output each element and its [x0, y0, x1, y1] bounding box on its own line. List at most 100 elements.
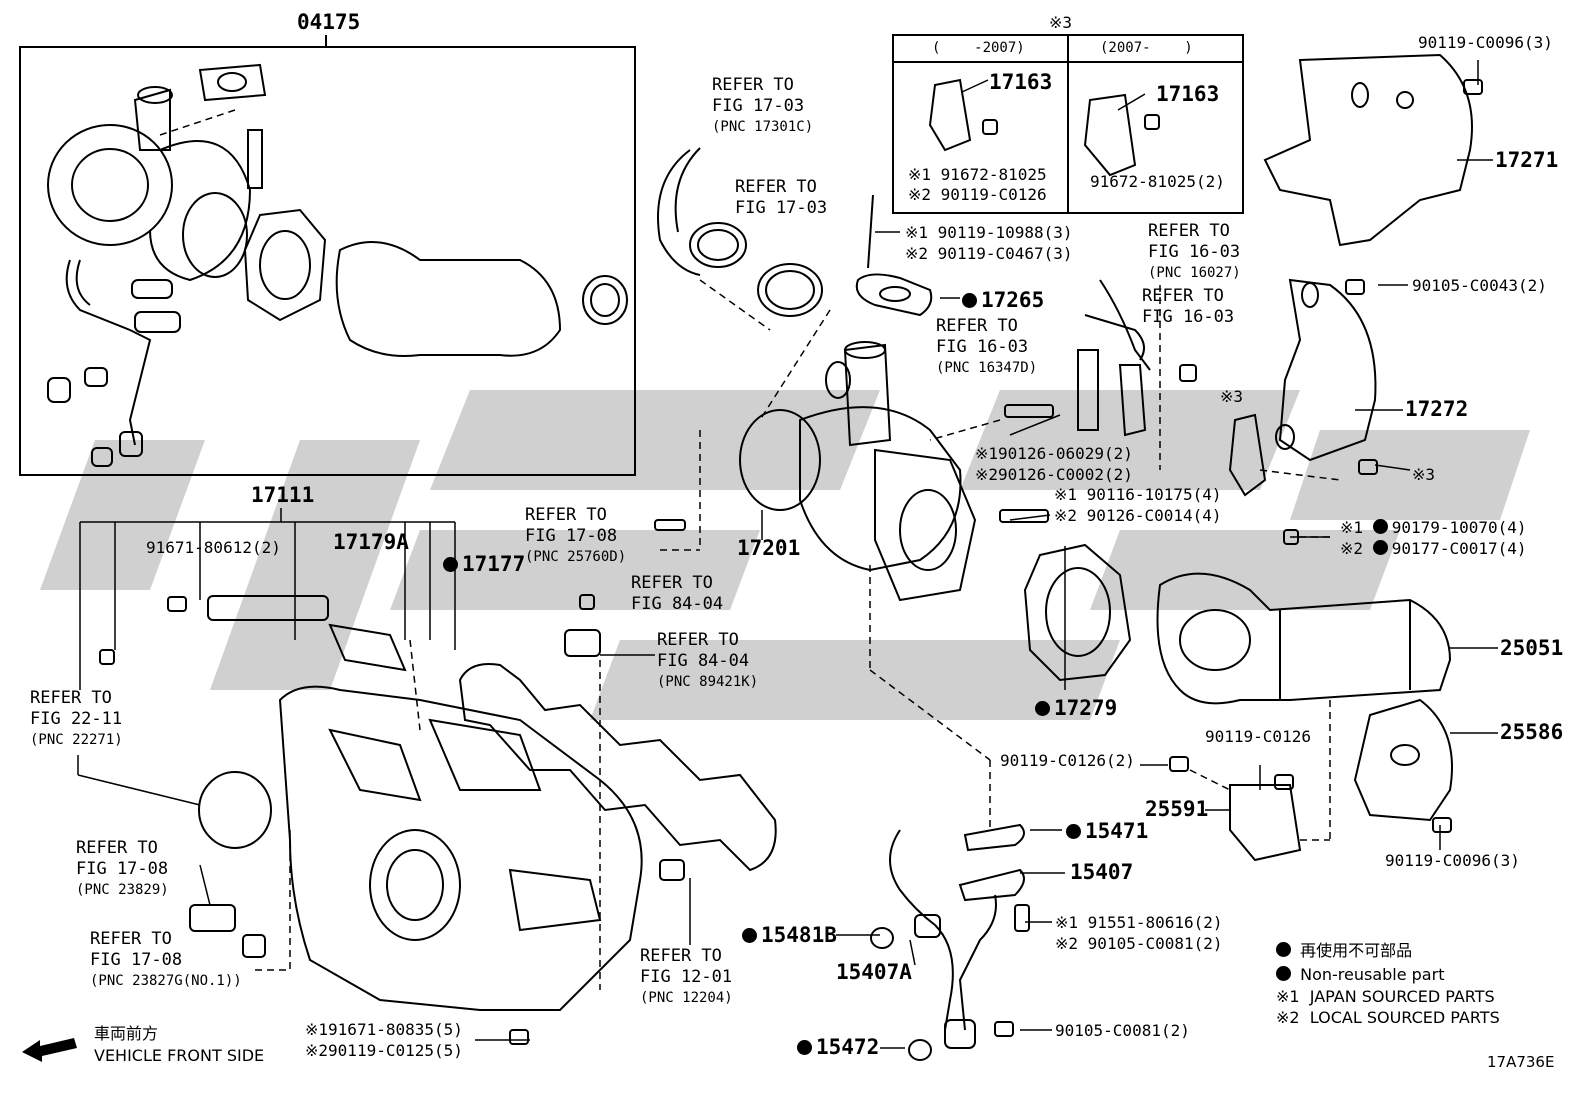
period-col1-line1: ※1 91672-81025: [908, 165, 1047, 184]
bolt-icons: [99, 79, 1483, 1045]
intake-manifold-illustration: [278, 685, 643, 1011]
legend-non-reusable-jp: 再使用不可部品: [1276, 940, 1412, 961]
ring-22271: [198, 771, 272, 849]
dashed-guide-lines: [159, 109, 1341, 990]
refer-pnc: (PNC 23827G(NO.1)): [90, 973, 242, 989]
gasket-16347D: [1077, 349, 1099, 431]
heat-insulator-17271: [1263, 53, 1473, 247]
refer-pnc: (PNC 17301C): [712, 119, 814, 135]
part-label-17179A: 17179A: [333, 530, 409, 554]
refer-line: FIG 16-03: [936, 337, 1029, 357]
watermark-logo: [40, 390, 1530, 720]
stud-bolt: [867, 194, 874, 269]
part-91551-80616: ※1 91551-80616(2): [1055, 913, 1223, 932]
refer-line: FIG 17-08: [525, 526, 618, 546]
part-number-text: 90177-C0017(4): [1391, 539, 1527, 558]
assembly-box-04175: [19, 46, 636, 476]
non-reusable-dot-icon: [742, 928, 757, 943]
note3-bracket: ※3: [1220, 387, 1244, 406]
figure-code: 17A736E: [1487, 1053, 1555, 1071]
refer-line: REFER TO: [76, 838, 158, 858]
part-number-text: 90179-10070(4): [1391, 518, 1527, 537]
arrow-left-icon: [22, 1038, 77, 1062]
part-90126-06029: ※190126-06029(2): [975, 444, 1133, 463]
part-90119-C0096-top: 90119-C0096(3): [1418, 33, 1553, 52]
part-label-17163-b: 17163: [1156, 82, 1220, 106]
period-col1-header: ( -2007): [932, 40, 1025, 56]
part-label-04175: 04175: [297, 10, 361, 34]
refer-line: REFER TO: [735, 177, 817, 197]
part-number-text: 15481B: [761, 923, 837, 947]
non-reusable-dot-icon: [797, 1040, 812, 1055]
washer-15481B: [870, 927, 894, 949]
part-label-17177: 17177: [443, 554, 525, 575]
non-reusable-dot-icon: [443, 557, 458, 572]
part-90179-10070: ※1 90179-10070(4): [1340, 517, 1527, 538]
non-reusable-dot-icon: [1372, 519, 1388, 534]
non-reusable-dot-icon: [1276, 966, 1291, 981]
part-label-17279: 17279: [1035, 698, 1117, 719]
bracket-17163-a: [928, 78, 972, 152]
vehicle-front-en: VEHICLE FRONT SIDE: [94, 1046, 265, 1065]
refer-pnc: (PNC 12204): [640, 990, 733, 1006]
part-91671-80612: 91671-80612(2): [146, 538, 281, 557]
refer-line: FIG 84-04: [657, 651, 750, 671]
part-label-17111: 17111: [251, 483, 315, 507]
catalytic-converter-25051: [1156, 572, 1452, 705]
gasket-17279: [1023, 543, 1132, 682]
refer-pnc: (PNC 22271): [30, 732, 123, 748]
part-label-17163-a: 17163: [989, 70, 1053, 94]
refer-line: REFER TO: [90, 929, 172, 949]
part-number-text: 17279: [1054, 696, 1118, 720]
refer-line: REFER TO: [1148, 221, 1230, 241]
refer-line: FIG 12-01: [640, 967, 733, 987]
part-label-15472: 15472: [797, 1037, 879, 1058]
refer-line: FIG 84-04: [631, 594, 724, 614]
refer-line: REFER TO: [640, 946, 722, 966]
gasket-17177: [458, 663, 777, 872]
part-label-17201: 17201: [737, 536, 801, 560]
part-label-15481B: 15481B: [742, 925, 837, 946]
refer-line: FIG 17-08: [90, 950, 183, 970]
part-90116-10175: ※1 90116-10175(4): [1054, 485, 1222, 504]
vehicle-front-jp: 車両前方: [94, 1024, 159, 1043]
part-label-25586: 25586: [1500, 720, 1564, 744]
note3-header: ※3: [1049, 13, 1073, 32]
heat-insulator-17272: [1278, 278, 1377, 462]
note3-bolt: ※3: [1412, 465, 1436, 484]
part-number-text: 17177: [462, 552, 526, 576]
union-bolt-15407A: [914, 914, 941, 938]
legend-non-reusable-en: Non-reusable part: [1276, 964, 1444, 985]
part-90119-10988: ※1 90119-10988(3): [905, 223, 1073, 242]
legend-text: Non-reusable part: [1300, 965, 1445, 984]
non-reusable-dot-icon: [962, 293, 977, 308]
refer-pnc: (PNC 16347D): [936, 360, 1038, 376]
note-mark: ※2: [1340, 539, 1364, 558]
part-90105-C0081-a: ※2 90105-C0081(2): [1055, 934, 1223, 953]
refer-line: REFER TO: [1142, 286, 1224, 306]
part-label-15407: 15407: [1070, 860, 1134, 884]
note-mark: ※1: [1340, 518, 1364, 537]
part-90119-C0126: 90119-C0126: [1205, 727, 1311, 746]
refer-line: REFER TO: [30, 688, 112, 708]
part-90119-C0126-2: 90119-C0126(2): [1000, 751, 1135, 770]
gasket-17179A: [328, 623, 407, 672]
refer-line: REFER TO: [631, 573, 713, 593]
legend-japan-sourced: ※1 JAPAN SOURCED PARTS: [1276, 987, 1495, 1006]
part-number-text: 15472: [816, 1035, 880, 1059]
turbo-assembly-illustration: [47, 63, 628, 467]
part-91671-80835: ※191671-80835(5): [305, 1020, 463, 1039]
oil-pipe-15407: [889, 829, 954, 1031]
bracket-note3: [1228, 413, 1267, 497]
part-label-25051: 25051: [1500, 636, 1564, 660]
part-90177-C0017: ※2 90177-C0017(4): [1340, 538, 1527, 559]
part-90119-C0467: ※2 90119-C0467(3): [905, 244, 1073, 263]
